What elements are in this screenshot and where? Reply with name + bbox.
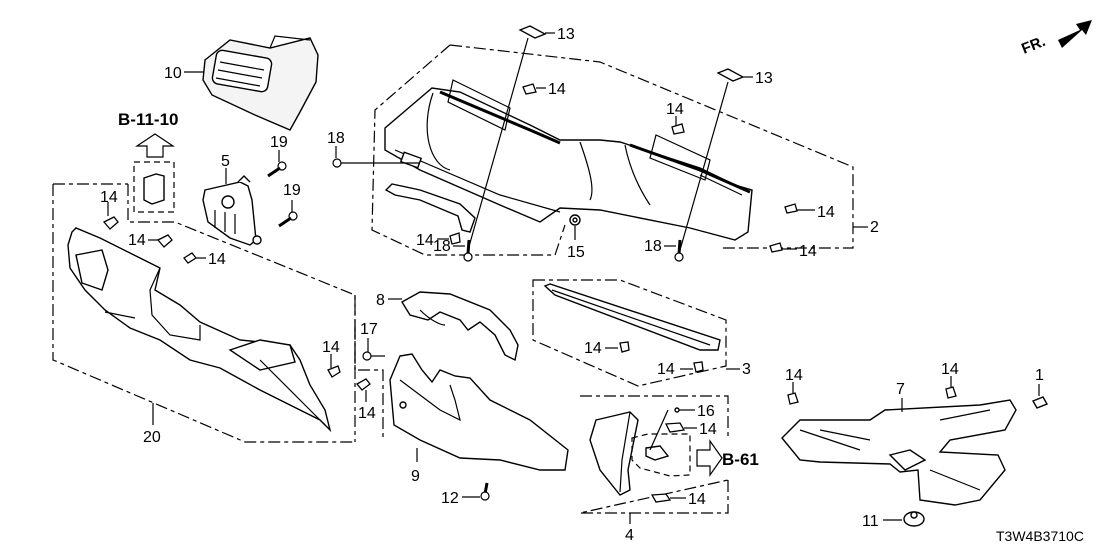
callout-14-i: 14 (799, 243, 817, 260)
part-14-clip-m[interactable] (664, 422, 686, 433)
up-arrow-icon (135, 133, 175, 158)
part-13-clip-left[interactable] (518, 25, 547, 39)
part-14-clip-b[interactable] (156, 234, 173, 248)
inner-box-left (447, 79, 511, 131)
part-2-meter-visor[interactable] (384, 87, 753, 241)
axis-line-16 (649, 409, 669, 451)
part-16-clip[interactable] (674, 407, 680, 413)
part-14-clip-o[interactable] (787, 392, 799, 405)
group-box-17 (354, 325, 384, 440)
callout-14-e: 14 (358, 405, 376, 422)
inner-box-right (649, 134, 711, 181)
part-14-clip-h[interactable] (784, 203, 798, 214)
part-9-lower-column-cover[interactable] (389, 353, 569, 471)
callout-14-m: 14 (699, 421, 717, 438)
callout-14-d: 14 (322, 339, 340, 356)
group-box-3 (532, 279, 727, 387)
group-box-2 (449, 44, 854, 249)
part-18-screw-mid-left[interactable] (463, 239, 473, 262)
part-15-nut[interactable] (569, 214, 581, 226)
part-20-lower-panel[interactable] (67, 227, 332, 433)
part-4-side-trim[interactable] (589, 411, 639, 496)
callout-8: 8 (376, 292, 385, 309)
callout-9: 9 (411, 468, 420, 485)
part-14-clip-e[interactable] (355, 378, 371, 391)
callout-14-p: 14 (941, 361, 959, 378)
part-17-screw[interactable] (362, 351, 385, 361)
reference-b-11-10[interactable]: B-11-10 (118, 110, 178, 129)
part-3-garnish-panel[interactable] (543, 283, 721, 351)
part-14-clip-i[interactable] (769, 242, 783, 253)
callout-14-k: 14 (584, 340, 602, 357)
part-10-side-vent[interactable] (202, 35, 319, 131)
front-direction-indicator: FR. (1019, 20, 1092, 58)
callout-13-left: 13 (557, 26, 575, 43)
callout-19-lower: 19 (283, 182, 301, 199)
part-7-lower-cover[interactable] (781, 399, 1017, 506)
callout-14-a: 14 (100, 189, 118, 206)
callout-14-n: 14 (688, 491, 706, 508)
part-connector-clip (143, 173, 165, 205)
callout-17: 17 (360, 321, 378, 338)
part-14-clip-d[interactable] (327, 365, 341, 378)
callout-14-o: 14 (785, 367, 803, 384)
callout-14-l: 14 (657, 361, 675, 378)
part-11-clip[interactable] (903, 511, 925, 527)
callout-4: 4 (625, 527, 634, 544)
drawing-code: T3W4B3710C (996, 528, 1084, 544)
part-19-screw-upper[interactable] (267, 161, 287, 178)
part-2-finisher-strip[interactable] (384, 183, 476, 233)
callout-7: 7 (896, 381, 905, 398)
part-12-screw[interactable] (480, 482, 490, 501)
part-14-clip-a[interactable] (102, 216, 119, 230)
callout-18-upper: 18 (327, 130, 345, 147)
reference-box-b-11-10 (133, 161, 175, 213)
callout-13-right: 13 (755, 70, 773, 87)
part-14-clip-g[interactable] (671, 123, 685, 135)
part-14-clip-j[interactable] (449, 232, 461, 245)
callout-11: 11 (862, 513, 879, 530)
callout-14-j: 14 (416, 232, 434, 249)
callout-19-upper: 19 (270, 134, 288, 151)
part-18-screw-upper[interactable] (332, 158, 360, 168)
callout-20: 20 (143, 429, 161, 446)
part-13-clip-right[interactable] (716, 68, 745, 82)
callout-18-mid-right: 18 (644, 238, 662, 255)
callout-15: 15 (567, 244, 585, 261)
reference-box-b-61 (631, 433, 691, 477)
part-14-clip-f[interactable] (522, 83, 537, 95)
part-14-clip-l[interactable] (693, 361, 704, 373)
callout-14-c: 14 (208, 251, 226, 268)
right-arrow-icon (696, 439, 723, 477)
part-8-upper-column-cover[interactable] (401, 291, 519, 362)
reference-b-61[interactable]: B-61 (722, 450, 759, 469)
part-18-screw-mid-right[interactable] (674, 239, 684, 262)
part-1-clip[interactable] (1031, 396, 1049, 409)
callout-14-b: 14 (128, 232, 146, 249)
part-14-clip-c[interactable] (183, 252, 197, 264)
part-14-clip-p[interactable] (945, 386, 957, 399)
callout-1: 1 (1035, 367, 1044, 384)
callout-5: 5 (221, 153, 230, 170)
callout-18-mid-left: 18 (433, 238, 451, 255)
part-19-screw-lower[interactable] (278, 211, 298, 228)
front-arrow-icon (1058, 20, 1092, 48)
callout-14-h: 14 (817, 204, 835, 221)
front-label: FR. (1019, 33, 1048, 58)
callout-3: 3 (742, 361, 751, 378)
callout-16: 16 (697, 403, 715, 420)
callout-14-f: 14 (548, 81, 566, 98)
group-box-2-left (371, 44, 566, 256)
callout-12: 12 (441, 490, 459, 507)
callout-2: 2 (870, 219, 879, 236)
part-14-clip-n[interactable] (650, 493, 672, 503)
callout-10: 10 (164, 65, 182, 82)
part-switch-unit (645, 445, 670, 461)
part-14-clip-k[interactable] (619, 341, 630, 353)
callout-14-g: 14 (666, 101, 684, 118)
part-5-bracket[interactable] (202, 175, 262, 246)
axis-line-13-right (679, 81, 729, 251)
axis-line-13-left (467, 37, 529, 251)
